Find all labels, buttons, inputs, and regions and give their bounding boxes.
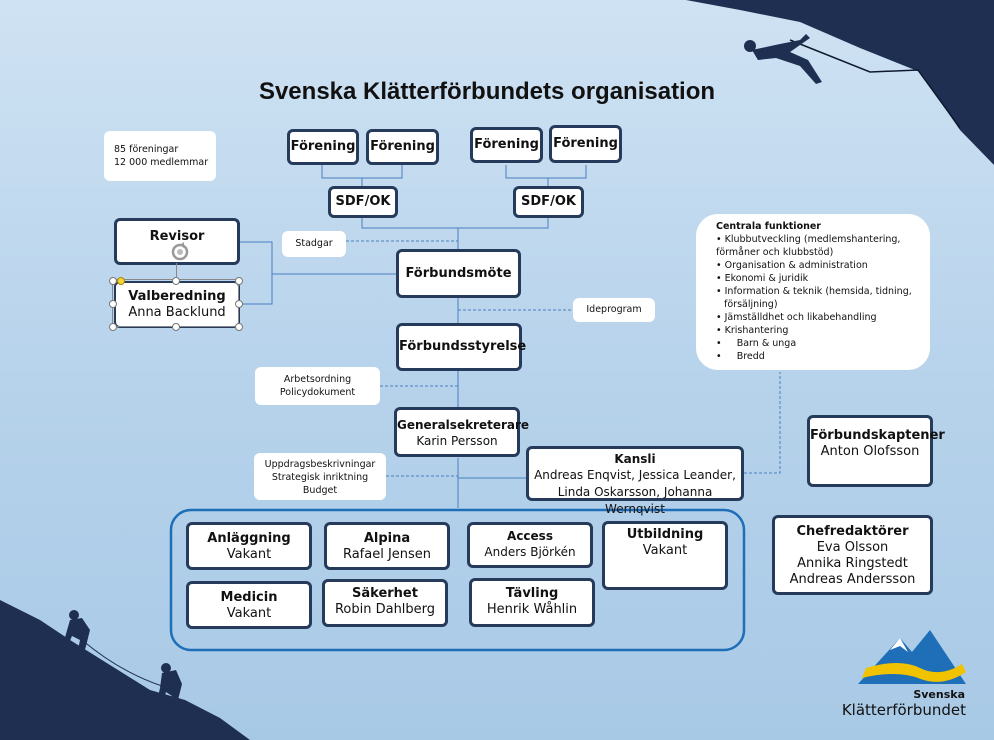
forening-box-4[interactable]: Förening <box>549 125 622 163</box>
committee-title: Medicin <box>189 590 309 606</box>
committee-name: Robin Dahlberg <box>325 602 445 618</box>
member-stats-note: 85 föreningar 12 000 medlemmar <box>104 131 216 181</box>
uppdrag-note: Uppdragsbeskrivningar Strategisk inriktn… <box>254 453 386 500</box>
arbetsordning-note: Arbetsordning Policydokument <box>255 367 380 405</box>
arbetsordning-line-1: Arbetsordning <box>255 373 380 386</box>
stats-line-1: 85 föreningar <box>114 143 216 156</box>
committee-title: Alpina <box>327 531 447 547</box>
committee-medicin[interactable]: Medicin Vakant <box>186 581 312 629</box>
rotate-connector <box>176 263 177 278</box>
generalsekreterare-name: Karin Persson <box>397 433 517 449</box>
kansli-line-2: Linda Oskarsson, Johanna Wernqvist <box>529 484 741 518</box>
resize-handle-bottom-mid[interactable] <box>172 323 180 331</box>
centrala-item: • Ekonomi & juridik <box>716 272 920 285</box>
selection-outline <box>112 279 239 327</box>
arbetsordning-line-2: Policydokument <box>255 386 380 399</box>
centrala-item: • Information & teknik (hemsida, tidning… <box>716 285 920 298</box>
forening-box-1[interactable]: Förening <box>287 129 359 165</box>
committee-alpina[interactable]: Alpina Rafael Jensen <box>324 522 450 570</box>
resize-handle-top-left[interactable] <box>109 277 117 285</box>
uppdrag-line-3: Budget <box>254 484 386 497</box>
sdf-ok-box-1[interactable]: SDF/OK <box>328 186 398 218</box>
forening-box-3[interactable]: Förening <box>470 127 543 163</box>
centrala-item: • Bredd <box>716 350 920 363</box>
kansli-line-1: Andreas Enqvist, Jessica Leander, <box>529 467 741 484</box>
committee-title: Anläggning <box>189 531 309 547</box>
stats-line-2: 12 000 medlemmar <box>114 156 216 169</box>
forbundsstyrelse-box[interactable]: Förbundsstyrelse <box>396 323 522 371</box>
forbundskaptener-box[interactable]: Förbundskaptener Anton Olofsson <box>807 415 933 487</box>
stadgar-note: Stadgar <box>282 231 346 257</box>
forening-box-2[interactable]: Förening <box>366 129 439 165</box>
chefredaktorer-name-1: Eva Olsson <box>775 540 930 556</box>
forbundskaptener-title: Förbundskaptener <box>810 428 930 444</box>
committee-name: Anders Björkén <box>470 544 590 560</box>
ideprogram-note: Ideprogram <box>573 298 655 322</box>
kansli-title: Kansli <box>529 452 741 467</box>
resize-handle-mid-right[interactable] <box>235 300 243 308</box>
resize-handle-bottom-right[interactable] <box>235 323 243 331</box>
logo-svenska: Svenska <box>880 688 965 701</box>
committee-title: Utbildning <box>605 527 725 543</box>
page-title: Svenska Klätterförbundets organisation <box>0 78 974 106</box>
centrala-item: • Barn & unga <box>716 337 920 350</box>
committee-tavling[interactable]: Tävling Henrik Wåhlin <box>469 578 595 627</box>
centrala-item: försäljning) <box>716 298 920 311</box>
generalsekreterare-box[interactable]: Generalsekreterare Karin Persson <box>394 407 520 457</box>
resize-handle-mid-left[interactable] <box>109 300 117 308</box>
resize-handle-bottom-left[interactable] <box>109 323 117 331</box>
committee-name: Vakant <box>605 543 725 559</box>
forbundskaptener-name: Anton Olofsson <box>810 444 930 460</box>
centrala-item: förmåner och klubbstöd) <box>716 246 920 259</box>
resize-handle-top-right[interactable] <box>235 277 243 285</box>
chefredaktorer-name-3: Andreas Andersson <box>775 572 930 588</box>
centrala-item: • Jämställdhet och likabehandling <box>716 311 920 324</box>
kansli-box[interactable]: Kansli Andreas Enqvist, Jessica Leander,… <box>526 446 744 501</box>
chefredaktorer-title: Chefredaktörer <box>775 524 930 540</box>
committee-name: Henrik Wåhlin <box>472 602 592 618</box>
centrala-item: • Krishantering <box>716 324 920 337</box>
chefredaktorer-name-2: Annika Ringstedt <box>775 556 930 572</box>
rotate-handle-icon[interactable] <box>169 241 191 263</box>
logo-klatterforbundet: Klätterförbundet <box>840 701 966 719</box>
uppdrag-line-1: Uppdragsbeskrivningar <box>254 458 386 471</box>
centrala-item: • Organisation & administration <box>716 259 920 272</box>
centrala-title: Centrala funktioner <box>716 220 920 233</box>
uppdrag-line-2: Strategisk inriktning <box>254 471 386 484</box>
centrala-item: • Klubbutveckling (medlemshantering, <box>716 233 920 246</box>
revisor-box[interactable]: Revisor <box>114 218 240 265</box>
sdf-ok-box-2[interactable]: SDF/OK <box>513 186 584 218</box>
committee-name: Vakant <box>189 606 309 622</box>
committee-utbildning[interactable]: Utbildning Vakant <box>602 521 728 590</box>
committee-name: Rafael Jensen <box>327 547 447 563</box>
chefredaktorer-box[interactable]: Chefredaktörer Eva Olsson Annika Ringste… <box>772 515 933 595</box>
resize-handle-top-mid[interactable] <box>172 277 180 285</box>
committee-name: Vakant <box>189 547 309 563</box>
committee-access[interactable]: Access Anders Björkén <box>467 522 593 568</box>
centrala-list: • Klubbutveckling (medlemshantering, för… <box>716 233 920 363</box>
committee-title: Säkerhet <box>325 586 445 602</box>
generalsekreterare-title: Generalsekreterare <box>397 417 517 433</box>
adjust-handle-yellow[interactable] <box>117 277 125 285</box>
climber-top-right <box>744 34 822 84</box>
forbundsmote-box[interactable]: Förbundsmöte <box>396 249 521 298</box>
centrala-funktioner-note: Centrala funktioner • Klubbutveckling (m… <box>696 214 930 370</box>
committee-anlaggning[interactable]: Anläggning Vakant <box>186 522 312 570</box>
logo-mountain-icon <box>858 630 966 684</box>
committee-title: Access <box>470 528 590 544</box>
committee-sakerhet[interactable]: Säkerhet Robin Dahlberg <box>322 579 448 627</box>
committee-title: Tävling <box>472 586 592 602</box>
